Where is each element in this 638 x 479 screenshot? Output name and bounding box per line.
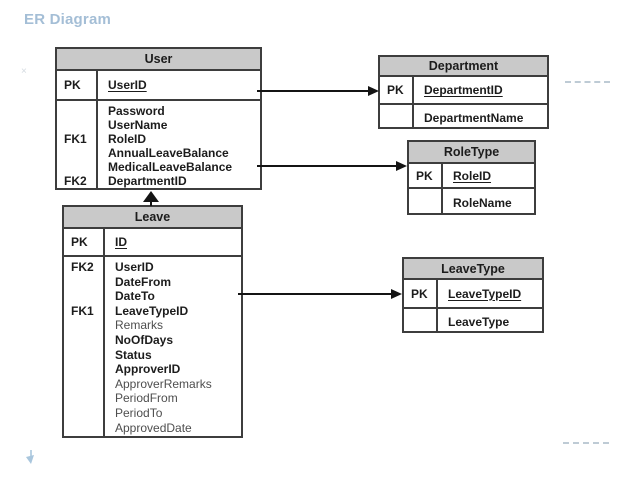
table-title-leave: Leave xyxy=(64,207,241,229)
connector-leave-leavetype xyxy=(238,293,392,295)
pk-row: PK LeaveTypeID xyxy=(404,280,542,309)
row-field: ApproverRemarks xyxy=(115,376,212,391)
field-column: DepartmentName xyxy=(414,105,547,127)
table-body: LeaveType xyxy=(404,309,542,331)
table-body: DepartmentName xyxy=(380,105,547,127)
row-key: FK2 xyxy=(64,174,87,188)
blue-arrow-artifact xyxy=(22,449,40,472)
row-key xyxy=(64,118,96,132)
row-key xyxy=(387,108,412,128)
pk-label: PK xyxy=(404,280,438,307)
row-key: FK1 xyxy=(64,132,87,146)
row-key xyxy=(71,289,103,304)
pk-field: RoleID xyxy=(453,168,492,183)
row-field: ApproverID xyxy=(115,362,181,377)
row-field: NoOfDays xyxy=(115,332,174,347)
table-title-user: User xyxy=(57,49,260,71)
row-key xyxy=(411,312,436,332)
pk-row: PK RoleID xyxy=(409,164,534,189)
row-field: MedicalLeaveBalance xyxy=(108,160,233,174)
row-field: DepartmentID xyxy=(108,174,187,188)
dashed-line-artifact-top-right xyxy=(565,81,610,83)
table-title-roletype: RoleType xyxy=(409,142,534,164)
row-key xyxy=(64,160,96,174)
row-key xyxy=(64,146,96,160)
row-field: LeaveType xyxy=(448,315,510,329)
pk-label: PK xyxy=(380,77,414,103)
er-table-department: Department PK DepartmentID DepartmentNam… xyxy=(378,55,549,129)
row-key: FK1 xyxy=(71,303,94,318)
connector-leave-user xyxy=(150,201,152,206)
row-field: PeriodTo xyxy=(115,405,163,420)
field-column: RoleName xyxy=(443,189,534,213)
pk-label: PK xyxy=(409,164,443,187)
dashed-line-artifact-bottom-right xyxy=(563,442,609,444)
row-field: AnnualLeaveBalance xyxy=(108,146,229,160)
arrowhead-department xyxy=(368,86,379,96)
row-field: Status xyxy=(115,347,152,362)
smudge-artifact: × xyxy=(21,66,27,77)
pk-row: PK UserID xyxy=(57,71,260,101)
row-key xyxy=(71,391,103,406)
field-column: LeaveType xyxy=(438,309,542,331)
row-field: Remarks xyxy=(115,318,164,333)
er-table-leavetype: LeaveType PK LeaveTypeID LeaveType xyxy=(402,257,544,333)
row-field: PeriodFrom xyxy=(115,391,178,406)
row-field: DateFrom xyxy=(115,274,172,289)
row-key: FK2 xyxy=(71,260,94,274)
row-key xyxy=(71,318,103,333)
pk-row: PK DepartmentID xyxy=(380,77,547,105)
page-title: ER Diagram xyxy=(24,11,112,28)
table-title-leavetype: LeaveType xyxy=(404,259,542,280)
pk-field: LeaveTypeID xyxy=(448,286,522,301)
pk-label: PK xyxy=(64,229,105,255)
arrowhead-leavetype xyxy=(391,289,402,299)
row-key xyxy=(71,348,103,363)
row-field: ApprovedDate xyxy=(115,420,192,435)
row-key xyxy=(64,104,96,118)
arrowhead-roletype xyxy=(396,161,407,171)
row-key xyxy=(416,192,441,214)
pk-row: PK ID xyxy=(64,229,241,257)
row-key xyxy=(71,406,103,421)
row-key xyxy=(71,333,103,348)
pk-field: DepartmentID xyxy=(424,83,503,97)
table-body: RoleName xyxy=(409,189,534,213)
row-field: RoleID xyxy=(108,132,147,146)
row-key xyxy=(71,421,103,436)
key-column xyxy=(409,189,443,213)
row-key xyxy=(71,377,103,392)
arrowhead-user xyxy=(143,191,159,202)
row-field: LeaveTypeID xyxy=(115,303,189,318)
table-title-department: Department xyxy=(380,57,547,77)
row-field: DateTo xyxy=(115,289,155,304)
pk-label: PK xyxy=(57,71,98,99)
connector-user-roletype xyxy=(257,165,397,167)
connector-user-department xyxy=(257,90,369,92)
row-key xyxy=(71,275,103,290)
row-field: UserID xyxy=(115,260,154,274)
key-column xyxy=(404,309,438,331)
key-column xyxy=(380,105,414,127)
pk-field: ID xyxy=(115,235,127,249)
row-field: UserName xyxy=(108,118,168,132)
er-table-roletype: RoleType PK RoleID RoleName xyxy=(407,140,536,215)
row-field: RoleName xyxy=(453,196,512,210)
row-field: Password xyxy=(108,104,165,118)
row-key xyxy=(71,362,103,377)
pk-field: UserID xyxy=(108,78,147,92)
row-field: DepartmentName xyxy=(424,111,524,125)
